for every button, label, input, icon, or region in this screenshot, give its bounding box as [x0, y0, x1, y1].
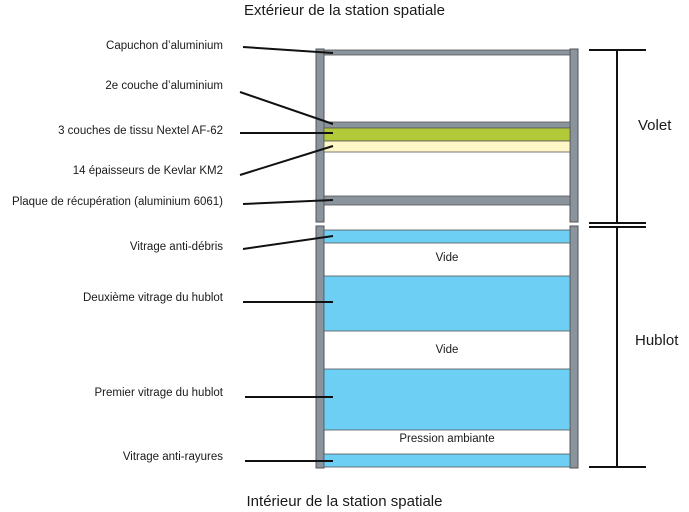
leader-kevlar — [239, 145, 334, 176]
right-post-lower — [569, 225, 579, 469]
label-premier-vitrage: Premier vitrage du hublot — [94, 387, 223, 399]
aluminium-cap-layer — [323, 49, 571, 56]
first-window-pane — [323, 368, 571, 431]
label-hublot: Hublot — [635, 332, 679, 349]
label-couche2: 2e couche d’aluminium — [105, 80, 223, 92]
label-nextel: 3 couches de tissu Nextel AF-62 — [58, 125, 223, 137]
exterior-title: Extérieur de la station spatiale — [244, 2, 445, 19]
scratch-pane — [323, 453, 571, 468]
left-post-lower — [315, 225, 325, 469]
gap-vide-2: Vide — [435, 344, 459, 356]
kevlar-layer — [323, 140, 571, 153]
left-post-upper — [315, 48, 325, 223]
label-vitrage-rayures: Vitrage anti-rayures — [122, 451, 223, 463]
label-capuchon: Capuchon d’aluminium — [106, 40, 223, 52]
nextel-layer — [323, 127, 571, 142]
leader-couche2 — [239, 91, 334, 125]
leader-capuchon — [242, 46, 334, 54]
interior-title: Intérieur de la station spatiale — [246, 493, 443, 510]
right-post-upper — [569, 48, 579, 223]
label-volet: Volet — [638, 117, 672, 134]
label-vitrage-debris: Vitrage anti-débris — [129, 241, 223, 253]
label-deuxieme-vitrage: Deuxième vitrage du hublot — [83, 292, 223, 304]
gap-vide-1: Vide — [435, 252, 459, 264]
label-plaque: Plaque de récupération (aluminium 6061) — [12, 196, 223, 208]
gap-pression: Pression ambiante — [399, 433, 495, 445]
second-window-pane — [323, 275, 571, 332]
label-kevlar: 14 épaisseurs de Kevlar KM2 — [72, 165, 223, 177]
debris-pane — [323, 229, 571, 244]
catcher-plate-layer — [323, 195, 571, 206]
leader-plaque — [242, 199, 334, 205]
leader-debris — [242, 235, 334, 250]
aluminium-layer-2 — [323, 121, 571, 129]
